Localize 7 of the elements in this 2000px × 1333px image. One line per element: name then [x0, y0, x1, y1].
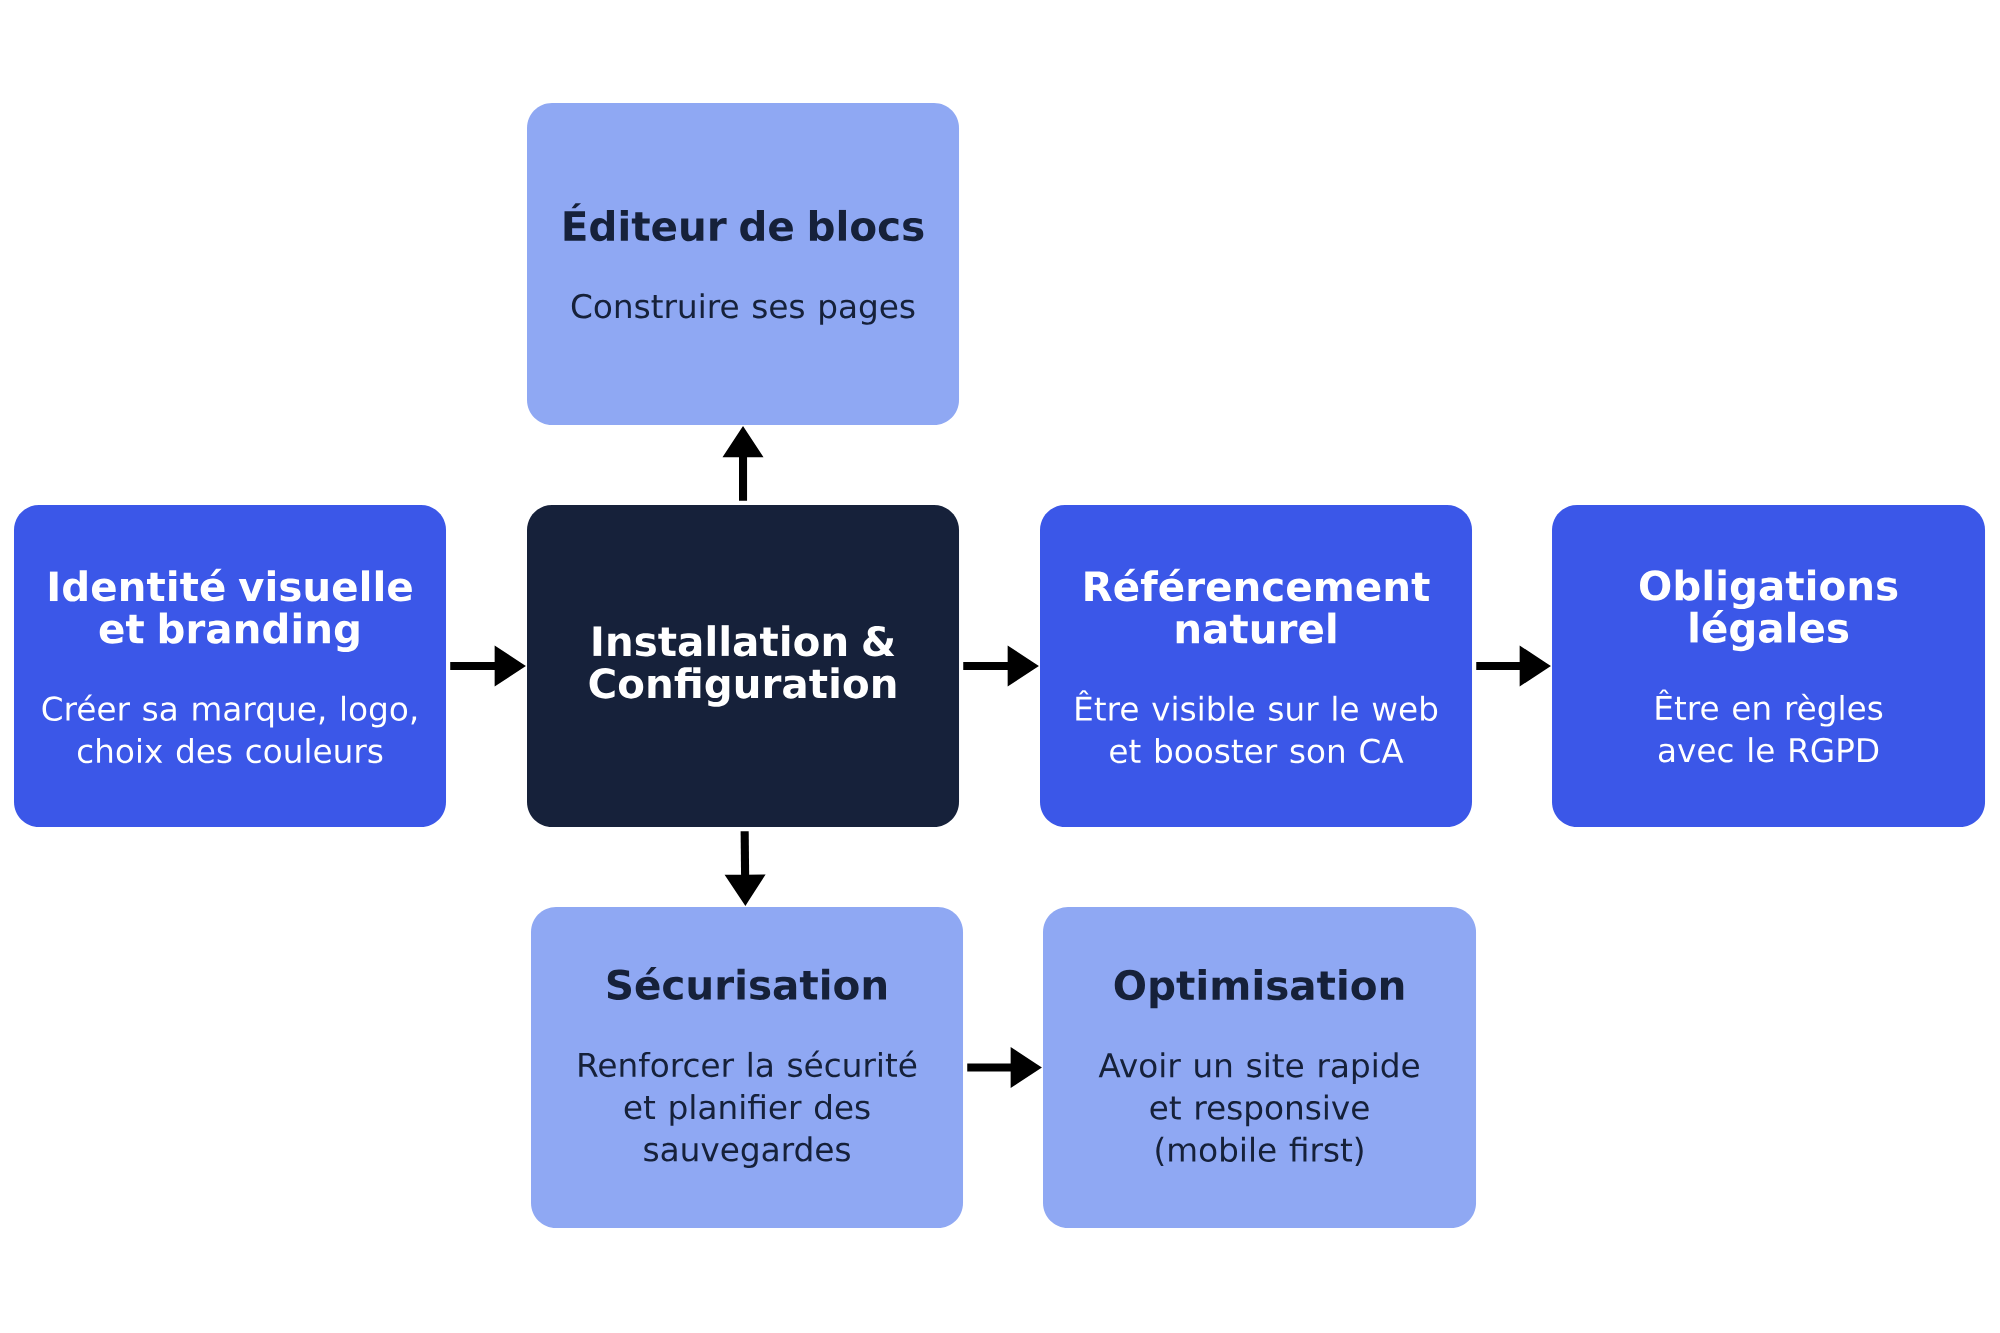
- process-box: Installation & Configuration: [527, 505, 959, 827]
- process-box: Référencement naturel Être visible sur le web et booster son CA: [1040, 505, 1472, 827]
- process-box: Optimisation Avoir un site rapide et responsive (mobile first): [1043, 907, 1477, 1228]
- process-box: Identité visuelle et branding Créer sa marque, logo, choix des couleurs: [14, 505, 446, 827]
- process-box: Obligations légales Être en règles avec le RGPD: [1552, 505, 1986, 827]
- process-box: Éditeur de blocs Construire ses pages: [527, 103, 959, 425]
- process-box: Sécurisation Renforcer la sécurité et planifier des sauvegardes: [531, 907, 963, 1228]
